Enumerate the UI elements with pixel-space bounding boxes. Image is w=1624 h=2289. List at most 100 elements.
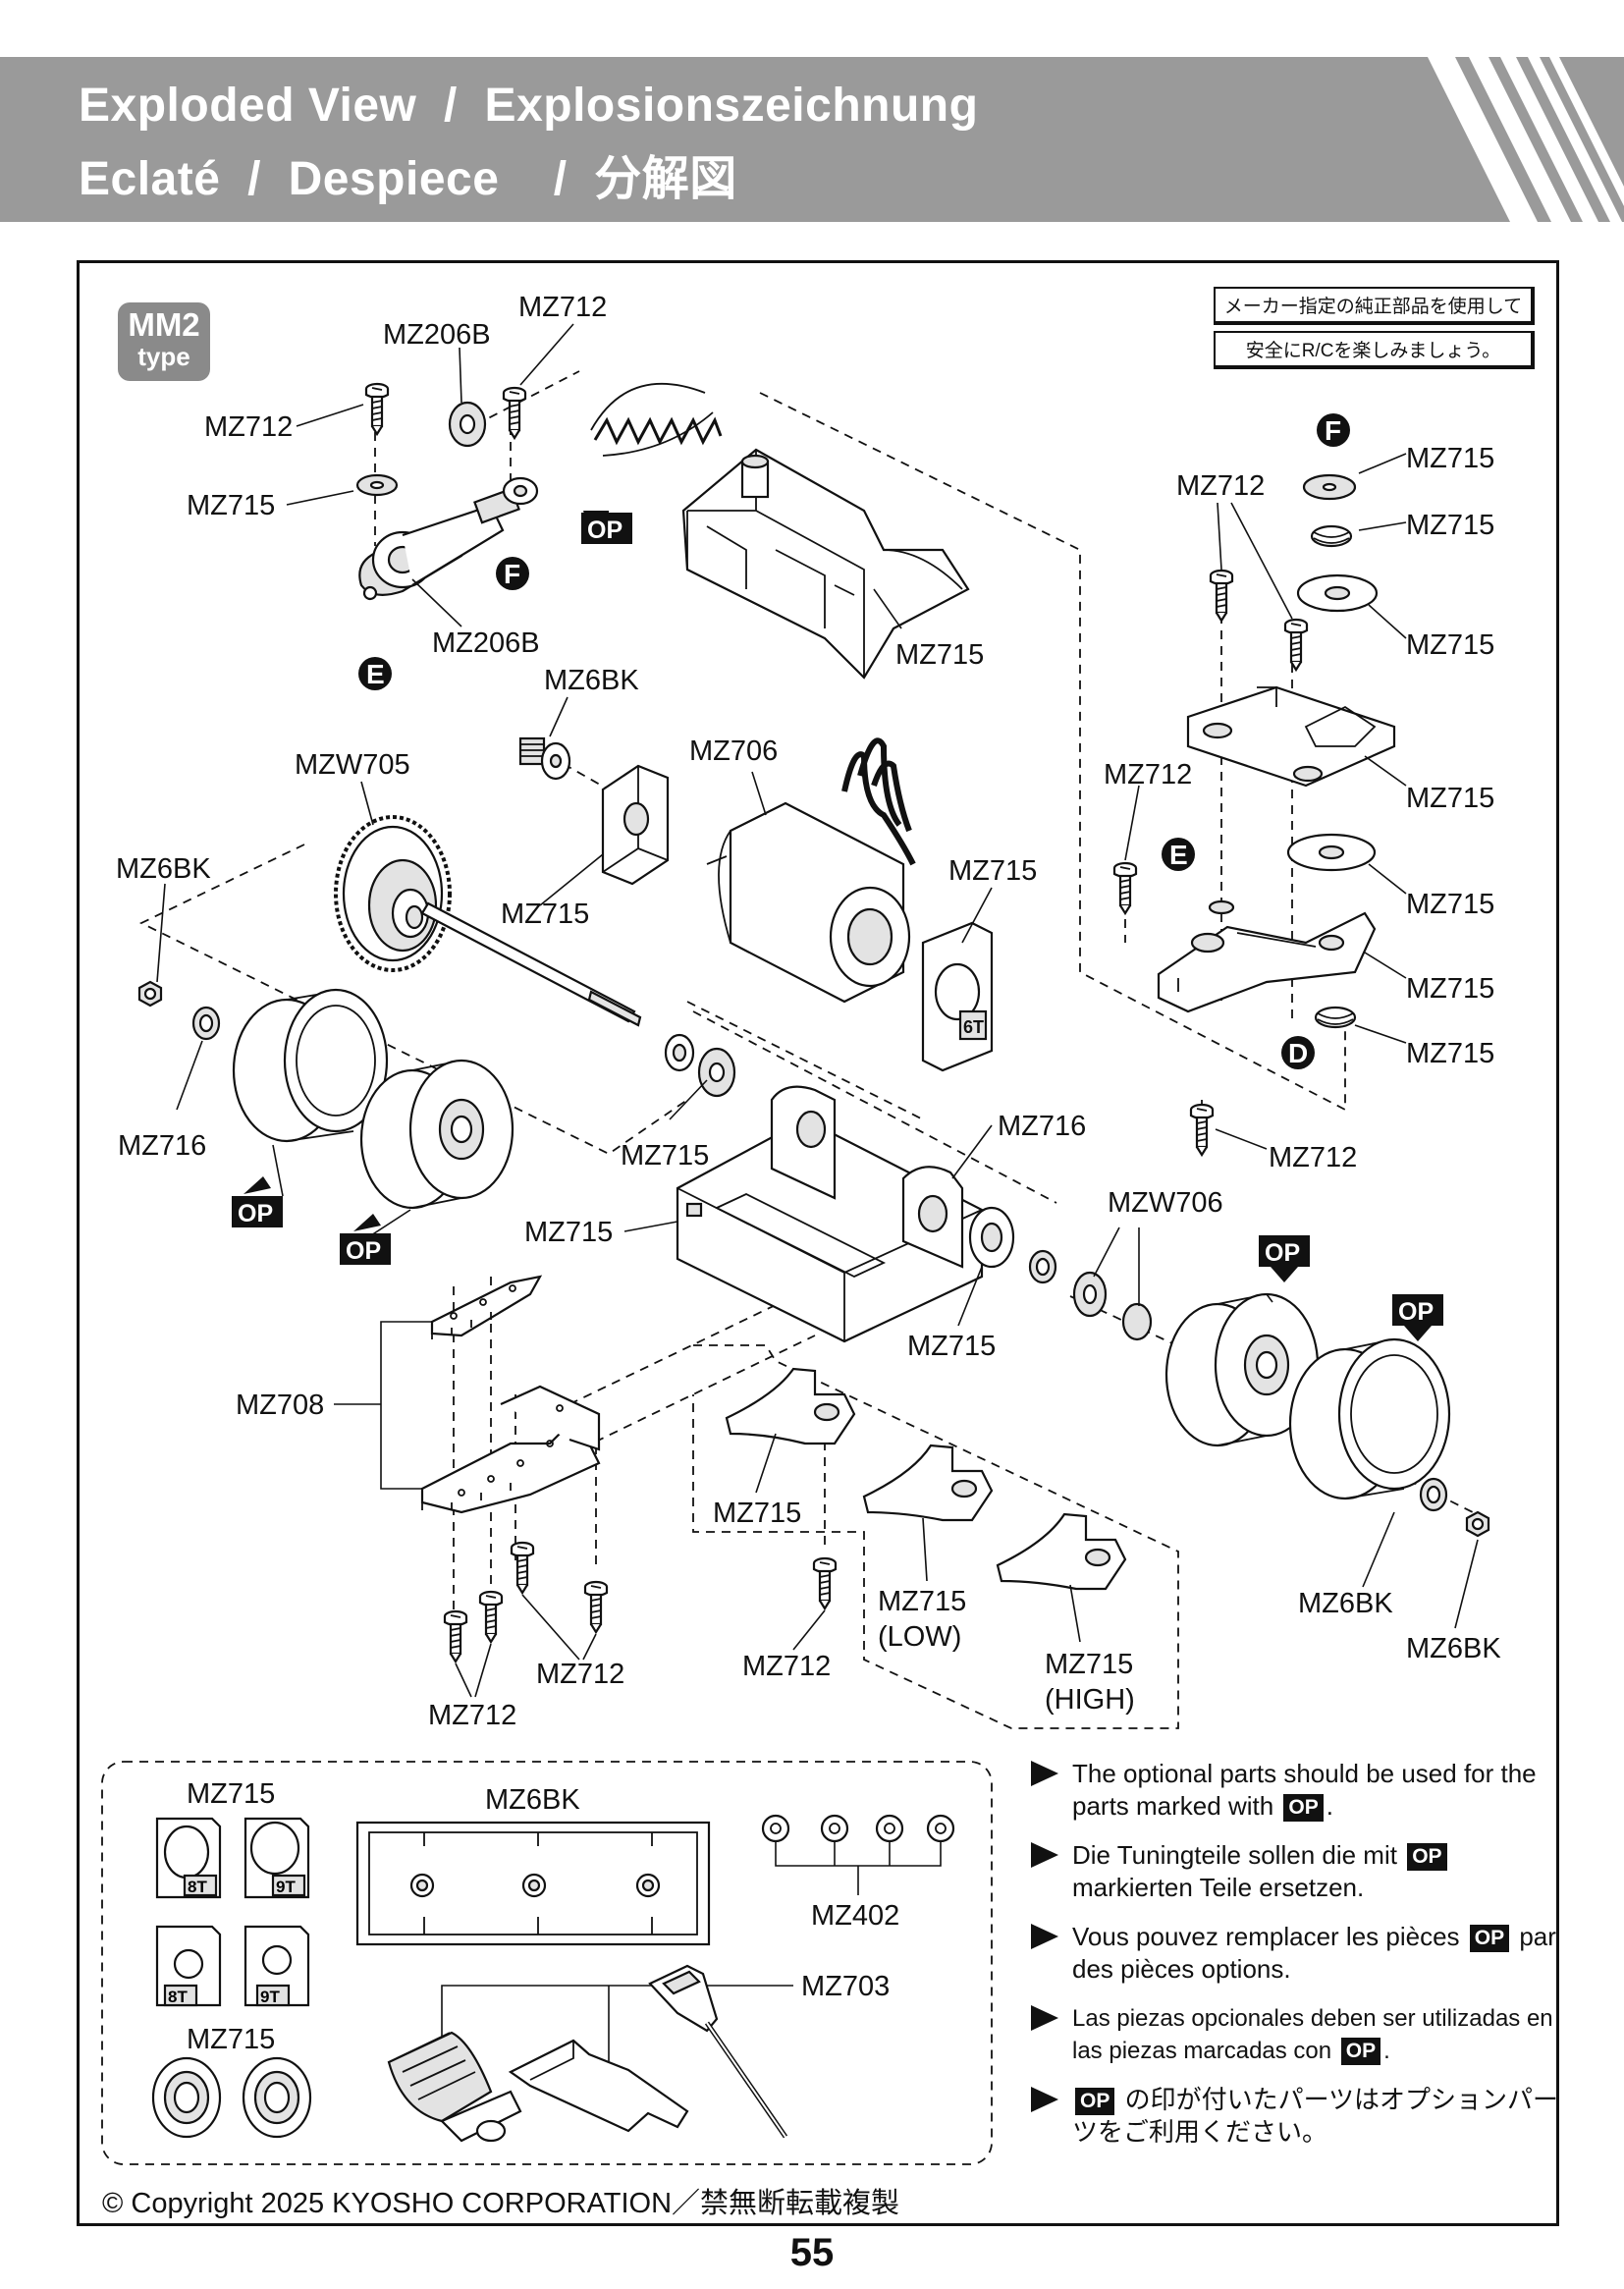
note-japanese: OP の印が付いたパーツはオプションパーツをご利用ください。: [1031, 2084, 1561, 2149]
part-labels: MZ712 MZ206B MZ712 MZ715 MZ206B MZ6BK MZ…: [116, 292, 1501, 1731]
upper-housing: [681, 448, 970, 680]
op-badge: OP: [1469, 1925, 1510, 1952]
header-stripes: [1428, 57, 1624, 222]
label-mz715: MZ715: [713, 1498, 801, 1529]
assembly-markers: F E F E D: [358, 413, 1350, 1069]
page-header: Exploded View / Explosionszeichnung Ecla…: [0, 57, 1624, 222]
mz402-rollers: [761, 1814, 955, 1895]
label-mz6bk: MZ6BK: [1298, 1588, 1393, 1619]
marker-f-right: F: [1317, 413, 1350, 447]
label-mz715: MZ715: [1406, 1038, 1494, 1069]
svg-text:8T: 8T: [168, 1988, 188, 2006]
page-number: 55: [789, 2231, 835, 2274]
bullet-triangle-icon: [1031, 1842, 1058, 1868]
header-title-line2: Eclaté / Despiece / 分解図: [79, 153, 737, 205]
notice-line1: メーカー指定の純正部品を使用して: [1214, 287, 1535, 325]
label-mzw705: MZW705: [295, 749, 410, 781]
badge-line2: type: [137, 342, 190, 371]
label-mz712: MZ712: [742, 1651, 831, 1682]
mz715-6t-plate: 6T: [921, 921, 994, 1072]
mark-6t: 6T: [963, 1017, 984, 1037]
op-badge: OP: [1283, 1794, 1324, 1822]
marker-d: D: [1281, 1036, 1315, 1069]
svg-text:9T: 9T: [276, 1878, 296, 1896]
svg-text:F: F: [1325, 415, 1341, 446]
label-mz715-box: MZ715: [187, 1778, 275, 1810]
svg-text:OP: OP: [587, 517, 623, 544]
label-mz715: MZ715: [501, 899, 589, 930]
label-mz712: MZ712: [1104, 759, 1192, 790]
label-mz712: MZ712: [1176, 470, 1265, 502]
svg-text:OP: OP: [1398, 1298, 1434, 1326]
note-german: Die Tuningteile sollen die mit OP markie…: [1031, 1839, 1561, 1904]
label-mz715: MZ715: [907, 1331, 996, 1362]
marker-e-left: E: [358, 657, 392, 690]
screwdriver-tool: [648, 1964, 788, 2139]
mz708-plates: [420, 1275, 609, 1663]
label-mz715: MZ715: [524, 1217, 613, 1248]
svg-text:F: F: [504, 559, 520, 589]
right-wheel-assembly: [968, 1206, 1490, 1538]
label-mz715: MZ715: [187, 490, 275, 521]
op-marker-right-tire: OP: [1392, 1294, 1443, 1341]
label-mz712: MZ712: [428, 1700, 516, 1731]
left-wheel-assembly: [137, 980, 514, 1210]
label-mz715: MZ715: [621, 1140, 709, 1172]
label-low: (LOW): [878, 1621, 961, 1653]
svg-text:E: E: [366, 659, 385, 689]
chassis: [676, 1085, 984, 1343]
label-mz715: MZ715: [1045, 1649, 1133, 1680]
wrench-handle: [387, 2031, 522, 2143]
bullet-triangle-icon: [1031, 2005, 1058, 2031]
mm2-type-badge: MM2 type: [118, 302, 210, 381]
op-marker-right-wheel: OP: [1259, 1235, 1310, 1282]
note-spanish: Las piezas opcionales deben ser utilizad…: [1031, 2002, 1561, 2067]
label-mz402: MZ402: [811, 1900, 899, 1932]
op-badge: OP: [1075, 2088, 1115, 2115]
bullet-triangle-icon: [1031, 1924, 1058, 1949]
mzw706-collar: [1072, 1271, 1108, 1318]
bullet-triangle-icon: [1031, 2087, 1058, 2112]
label-mz715: MZ715: [1406, 629, 1494, 661]
label-mz206b: MZ206B: [432, 627, 540, 659]
svg-text:OP: OP: [238, 1200, 273, 1227]
label-mz715: MZ715: [1406, 443, 1494, 474]
svg-text:E: E: [1169, 840, 1188, 870]
leader-lines: [156, 323, 1479, 1698]
label-mz712: MZ712: [518, 292, 607, 323]
spanner-tool: [508, 2039, 689, 2133]
marker-e-right: E: [1162, 838, 1195, 871]
mz206b-bushing: [448, 401, 487, 448]
motor: [706, 737, 916, 1004]
optional-parts-notes: The optional parts should be used for th…: [1031, 1758, 1561, 2165]
plate-9t-small: 9T: [244, 1925, 310, 2007]
mz715-washer-top: [355, 473, 399, 497]
label-mz716: MZ716: [998, 1111, 1086, 1142]
right-top-stack: [1112, 473, 1396, 1157]
header-title-line1: Exploded View / Explosionszeichnung: [79, 80, 979, 132]
plate-9t-large: 9T: [244, 1817, 310, 1899]
copyright-text: © Copyright 2025 KYOSHO CORPORATION／禁無断転…: [102, 2188, 900, 2219]
label-mz706: MZ706: [689, 736, 778, 767]
mz703-tools: [387, 1964, 793, 2143]
svg-text:OP: OP: [1265, 1239, 1300, 1267]
marker-f-left: F: [496, 557, 529, 590]
op-marker-spring: OP: [581, 511, 632, 544]
svg-text:OP: OP: [346, 1237, 381, 1265]
label-mz6bk: MZ6BK: [1406, 1633, 1501, 1664]
bushings-pair: [151, 2056, 312, 2139]
label-mzw706: MZW706: [1108, 1187, 1223, 1219]
label-mz6bk-box: MZ6BK: [485, 1784, 580, 1816]
label-mz712: MZ712: [536, 1659, 624, 1690]
label-mz716: MZ716: [118, 1130, 206, 1162]
mz6bk-runner: [355, 1821, 711, 1946]
link-assembly: [355, 382, 539, 601]
guide-arms: [725, 1367, 1127, 1610]
pinion-gear: [518, 736, 571, 781]
label-mz712: MZ712: [1269, 1142, 1357, 1173]
spare-parts-box: MZ715 MZ6BK MZ402 MZ703 MZ715 8T 9T 8T: [101, 1761, 993, 2165]
op-markers: OP OP OP OP OP: [232, 511, 1443, 1341]
label-mz715: MZ715: [895, 639, 984, 671]
plate-8t-large: 8T: [155, 1817, 222, 1899]
